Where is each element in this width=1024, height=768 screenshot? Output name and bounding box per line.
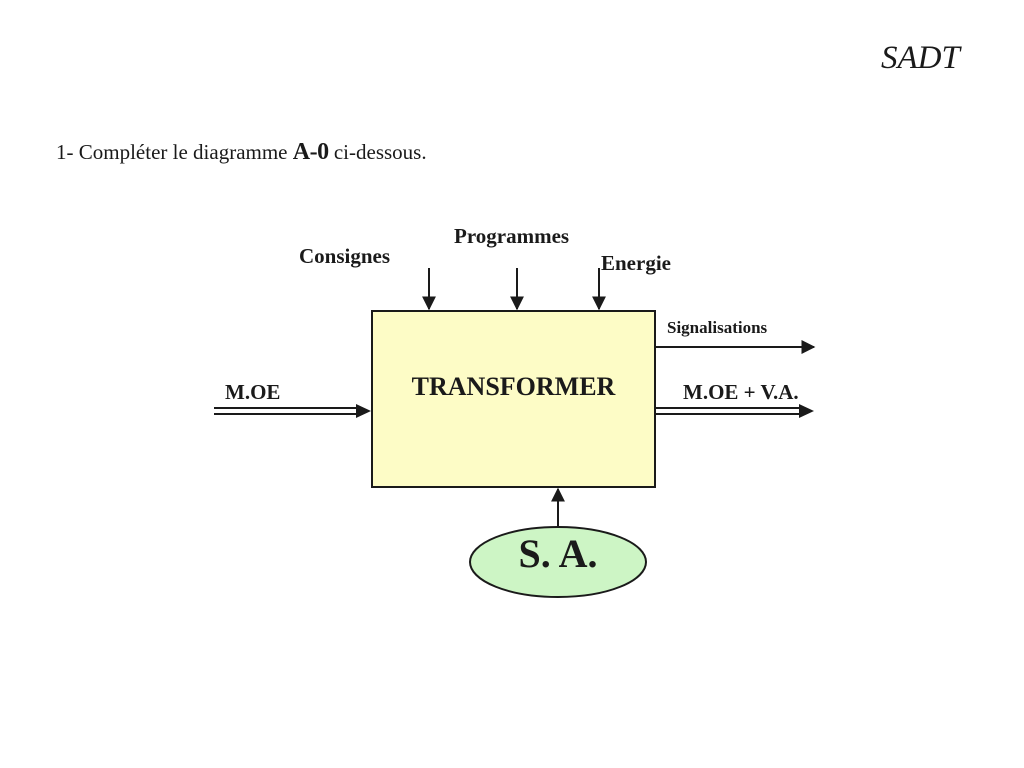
diagram-reference: A-0 — [292, 139, 329, 165]
mechanism-ellipse — [469, 526, 647, 598]
output-arrow-product — [656, 404, 814, 418]
instruction-suffix: ci-dessous. — [328, 140, 427, 164]
instruction-prefix: 1- Compléter le diagramme — [56, 140, 293, 164]
activity-box — [371, 310, 656, 488]
instruction-text: 1- Compléter le diagramme A-0 ci-dessous… — [56, 139, 427, 166]
output-label-product: M.OE + V.A. — [683, 380, 799, 404]
control-label-energie: Energie — [601, 251, 671, 275]
input-arrow — [214, 404, 371, 418]
output-label-signalisations: Signalisations — [667, 318, 768, 337]
slide-title: SADT — [881, 40, 960, 76]
input-label: M.OE — [225, 380, 281, 404]
control-label-programmes: Programmes — [454, 224, 570, 248]
activity-title: TRANSFORMER — [411, 372, 616, 401]
control-label-consignes: Consignes — [299, 244, 391, 268]
mechanism-label: S. A. — [518, 531, 598, 576]
